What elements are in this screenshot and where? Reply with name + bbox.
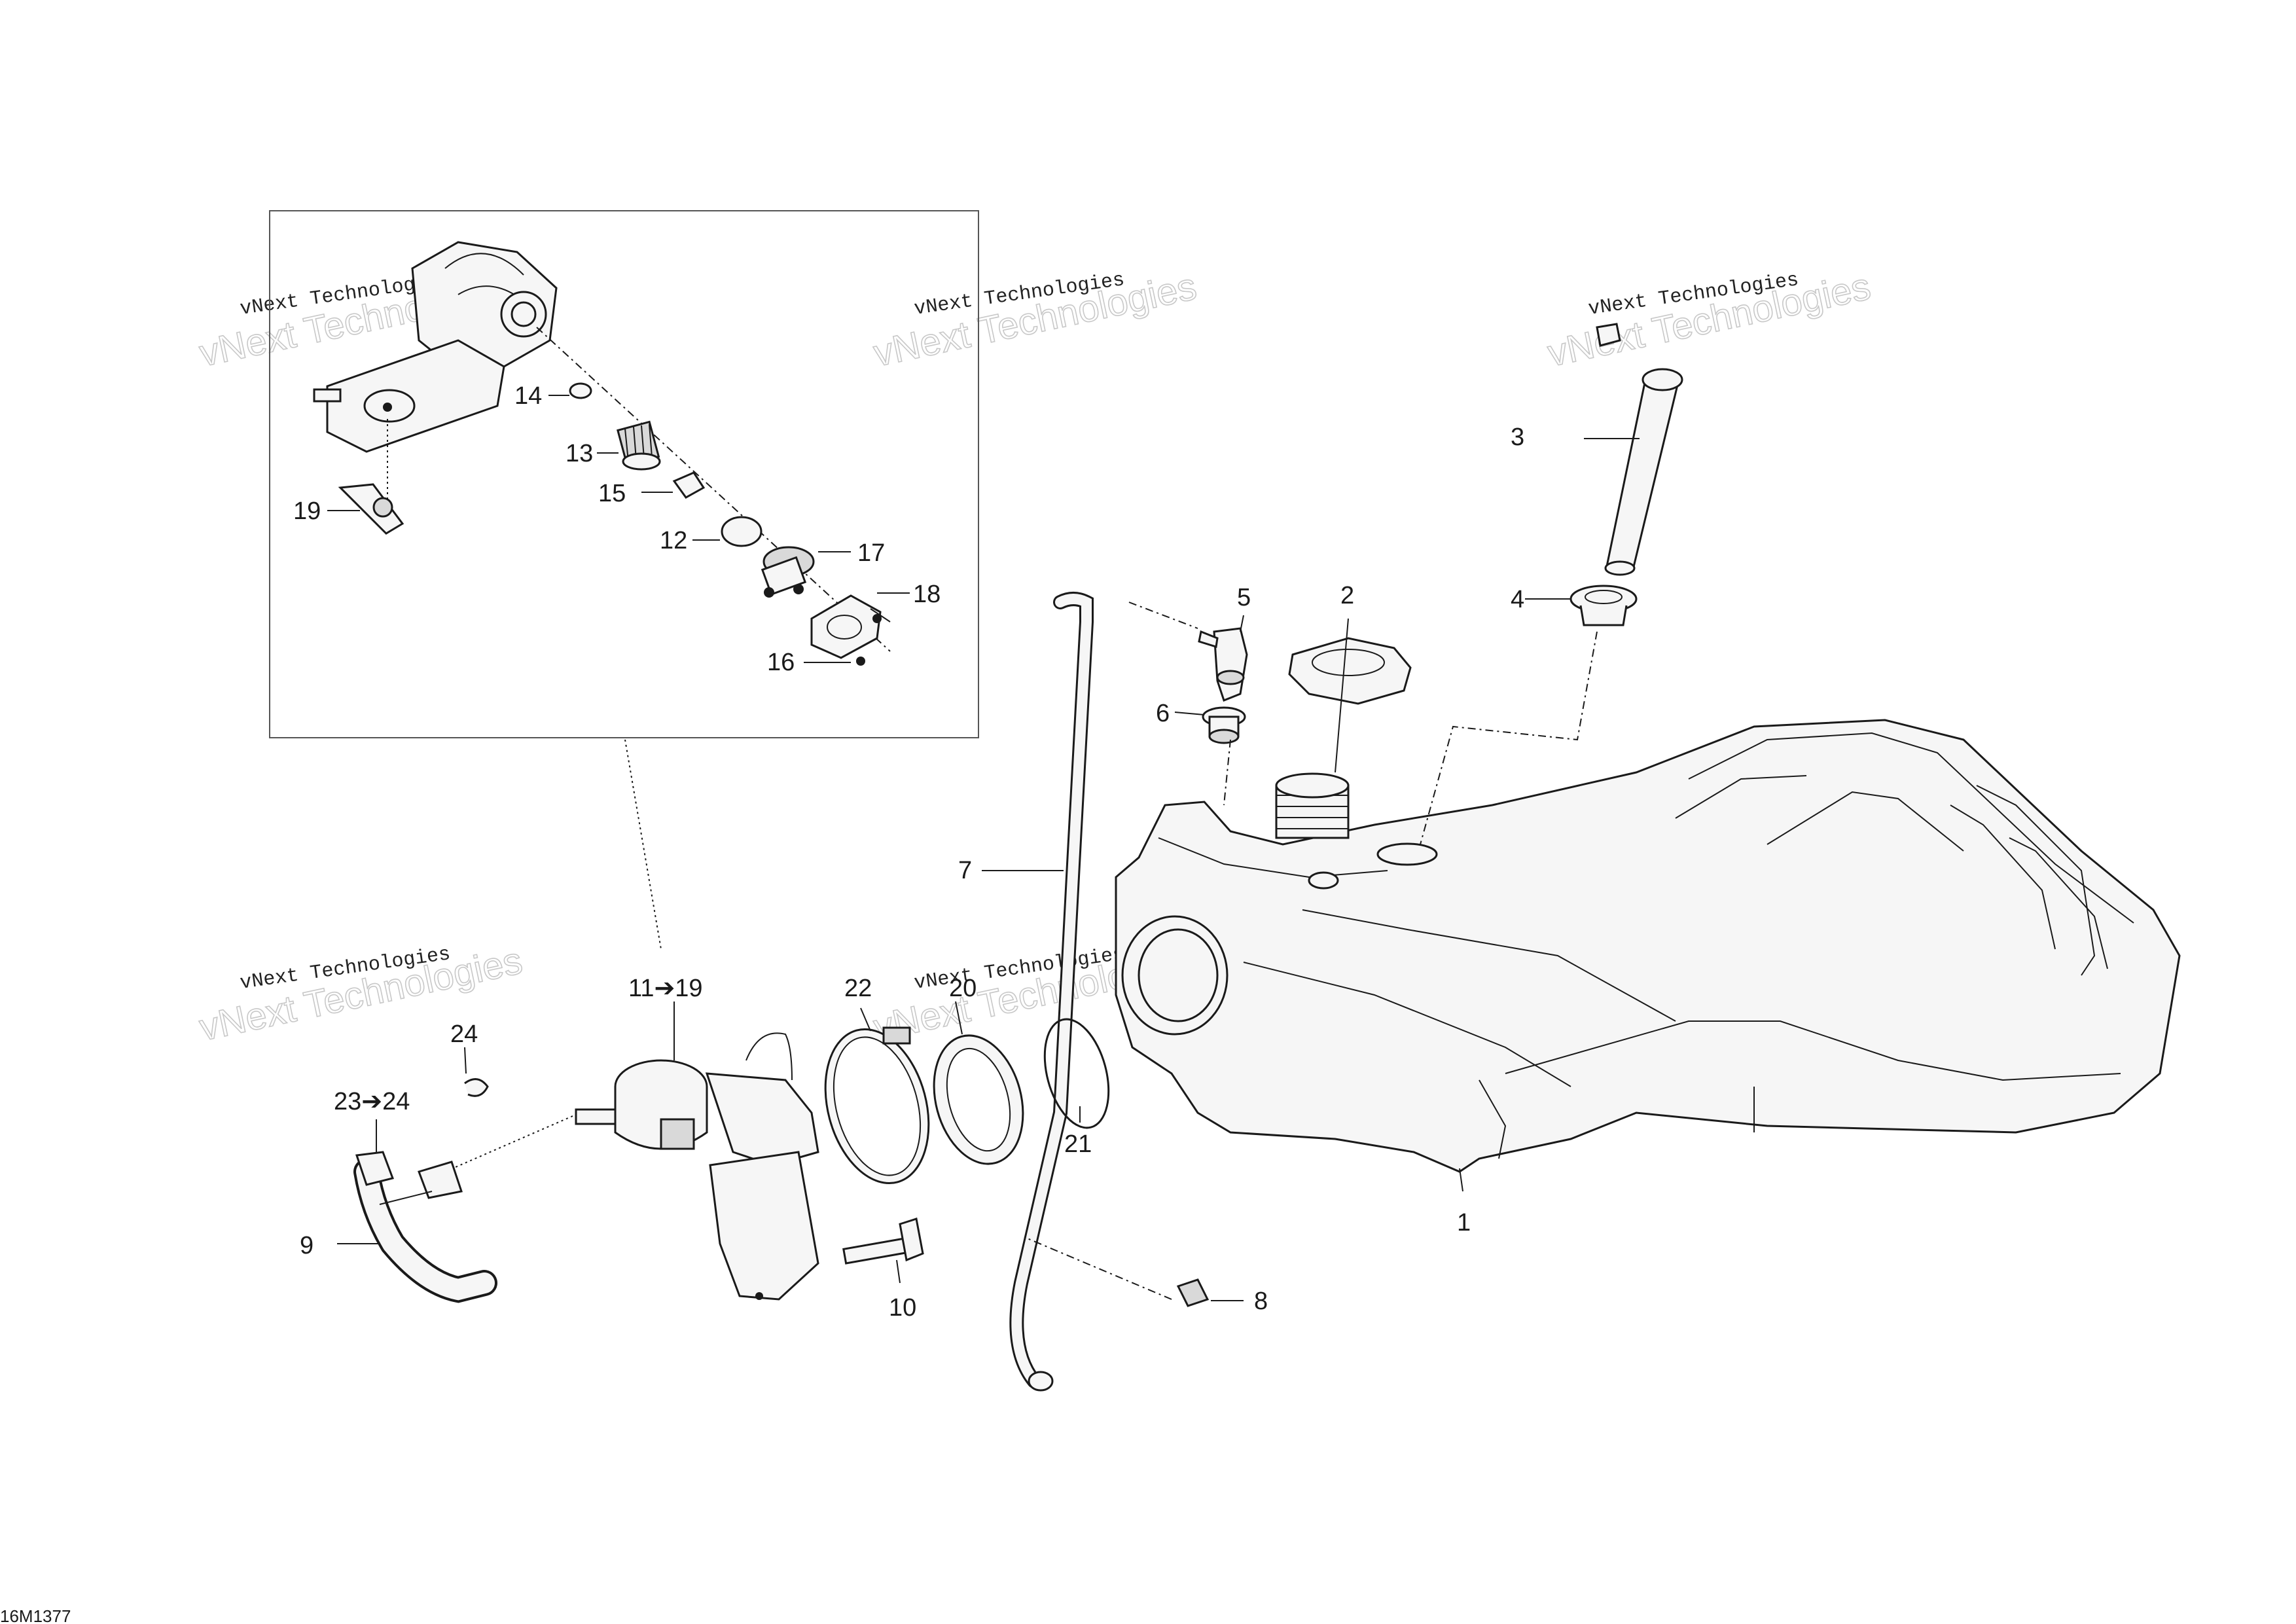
callout-14: 14 <box>514 382 542 410</box>
callout-13: 13 <box>565 440 593 467</box>
assembly-line <box>1420 631 1598 845</box>
callout-21: 21 <box>1064 1130 1092 1158</box>
grommet <box>1202 706 1246 744</box>
callout-12: 12 <box>660 527 687 554</box>
callout-16: 16 <box>767 649 795 676</box>
callout-17: 17 <box>857 539 885 567</box>
callout-19: 19 <box>293 497 321 525</box>
fuel-level-sender <box>1596 323 1683 576</box>
hose-clip <box>1176 1278 1210 1307</box>
detail-box <box>269 210 979 738</box>
mounting-bolt <box>842 1218 924 1265</box>
reference-line <box>624 739 662 950</box>
callout-24: 24 <box>450 1020 478 1048</box>
locking-ring <box>933 1034 1024 1165</box>
callout-15: 15 <box>598 480 626 507</box>
fuel-tank <box>1115 719 2181 1173</box>
callout-8: 8 <box>1254 1288 1268 1315</box>
vent-valve <box>1198 627 1248 702</box>
o-ring <box>721 516 762 547</box>
fuel-pump-detail <box>313 241 558 453</box>
sender-grommet <box>1570 585 1638 626</box>
fuel-pump-assembly <box>575 1032 819 1301</box>
assembly-line <box>1128 602 1198 629</box>
regulator-detail <box>761 546 815 598</box>
retaining-clip <box>464 1078 489 1097</box>
callout-1: 1 <box>1457 1209 1471 1236</box>
fuel-cap <box>1288 637 1412 705</box>
hose-clamp <box>824 1026 930 1185</box>
mount-bracket <box>338 483 404 535</box>
callout-22: 22 <box>844 975 872 1002</box>
reference-line <box>444 1115 573 1172</box>
assembly-line <box>1223 739 1231 806</box>
fuel-line <box>353 1151 497 1303</box>
callout-18: 18 <box>913 581 941 608</box>
callout-2: 2 <box>1340 582 1354 609</box>
callout-23-24: 23➔24 <box>334 1088 410 1115</box>
callout-11-19: 11➔19 <box>628 975 703 1002</box>
gasket-plate <box>810 594 882 659</box>
o-ring <box>569 382 592 399</box>
callout-20: 20 <box>949 975 977 1002</box>
callout-6: 6 <box>1156 700 1170 727</box>
callout-4: 4 <box>1511 586 1524 613</box>
filter-detail <box>617 420 661 471</box>
callout-3: 3 <box>1511 424 1524 451</box>
callout-7: 7 <box>958 857 972 884</box>
clip <box>672 471 706 499</box>
callout-5: 5 <box>1237 584 1251 611</box>
callout-10: 10 <box>889 1294 916 1322</box>
seal-ring <box>1043 1018 1110 1129</box>
callout-9: 9 <box>300 1232 314 1259</box>
drawing-code: 16M1377 <box>0 1606 71 1624</box>
assembly-line <box>1024 1236 1172 1300</box>
